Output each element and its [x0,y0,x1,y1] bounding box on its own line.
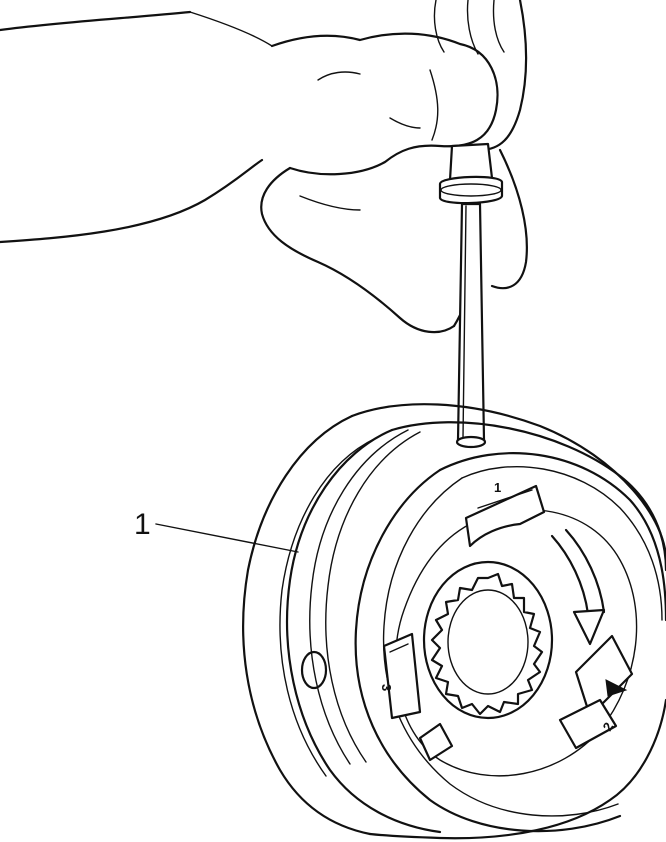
leader-line [155,523,299,553]
clutch-drum [242,403,666,840]
ring-mark-left: 3 [379,684,394,691]
screwdriver-tool [438,142,504,449]
callout-1: 1 [134,508,299,553]
hand [0,0,528,334]
splined-hub [422,560,554,720]
callout-label: 1 [134,508,151,541]
retainer-plate [382,484,638,777]
ring-mark-top: 1 [494,480,501,495]
